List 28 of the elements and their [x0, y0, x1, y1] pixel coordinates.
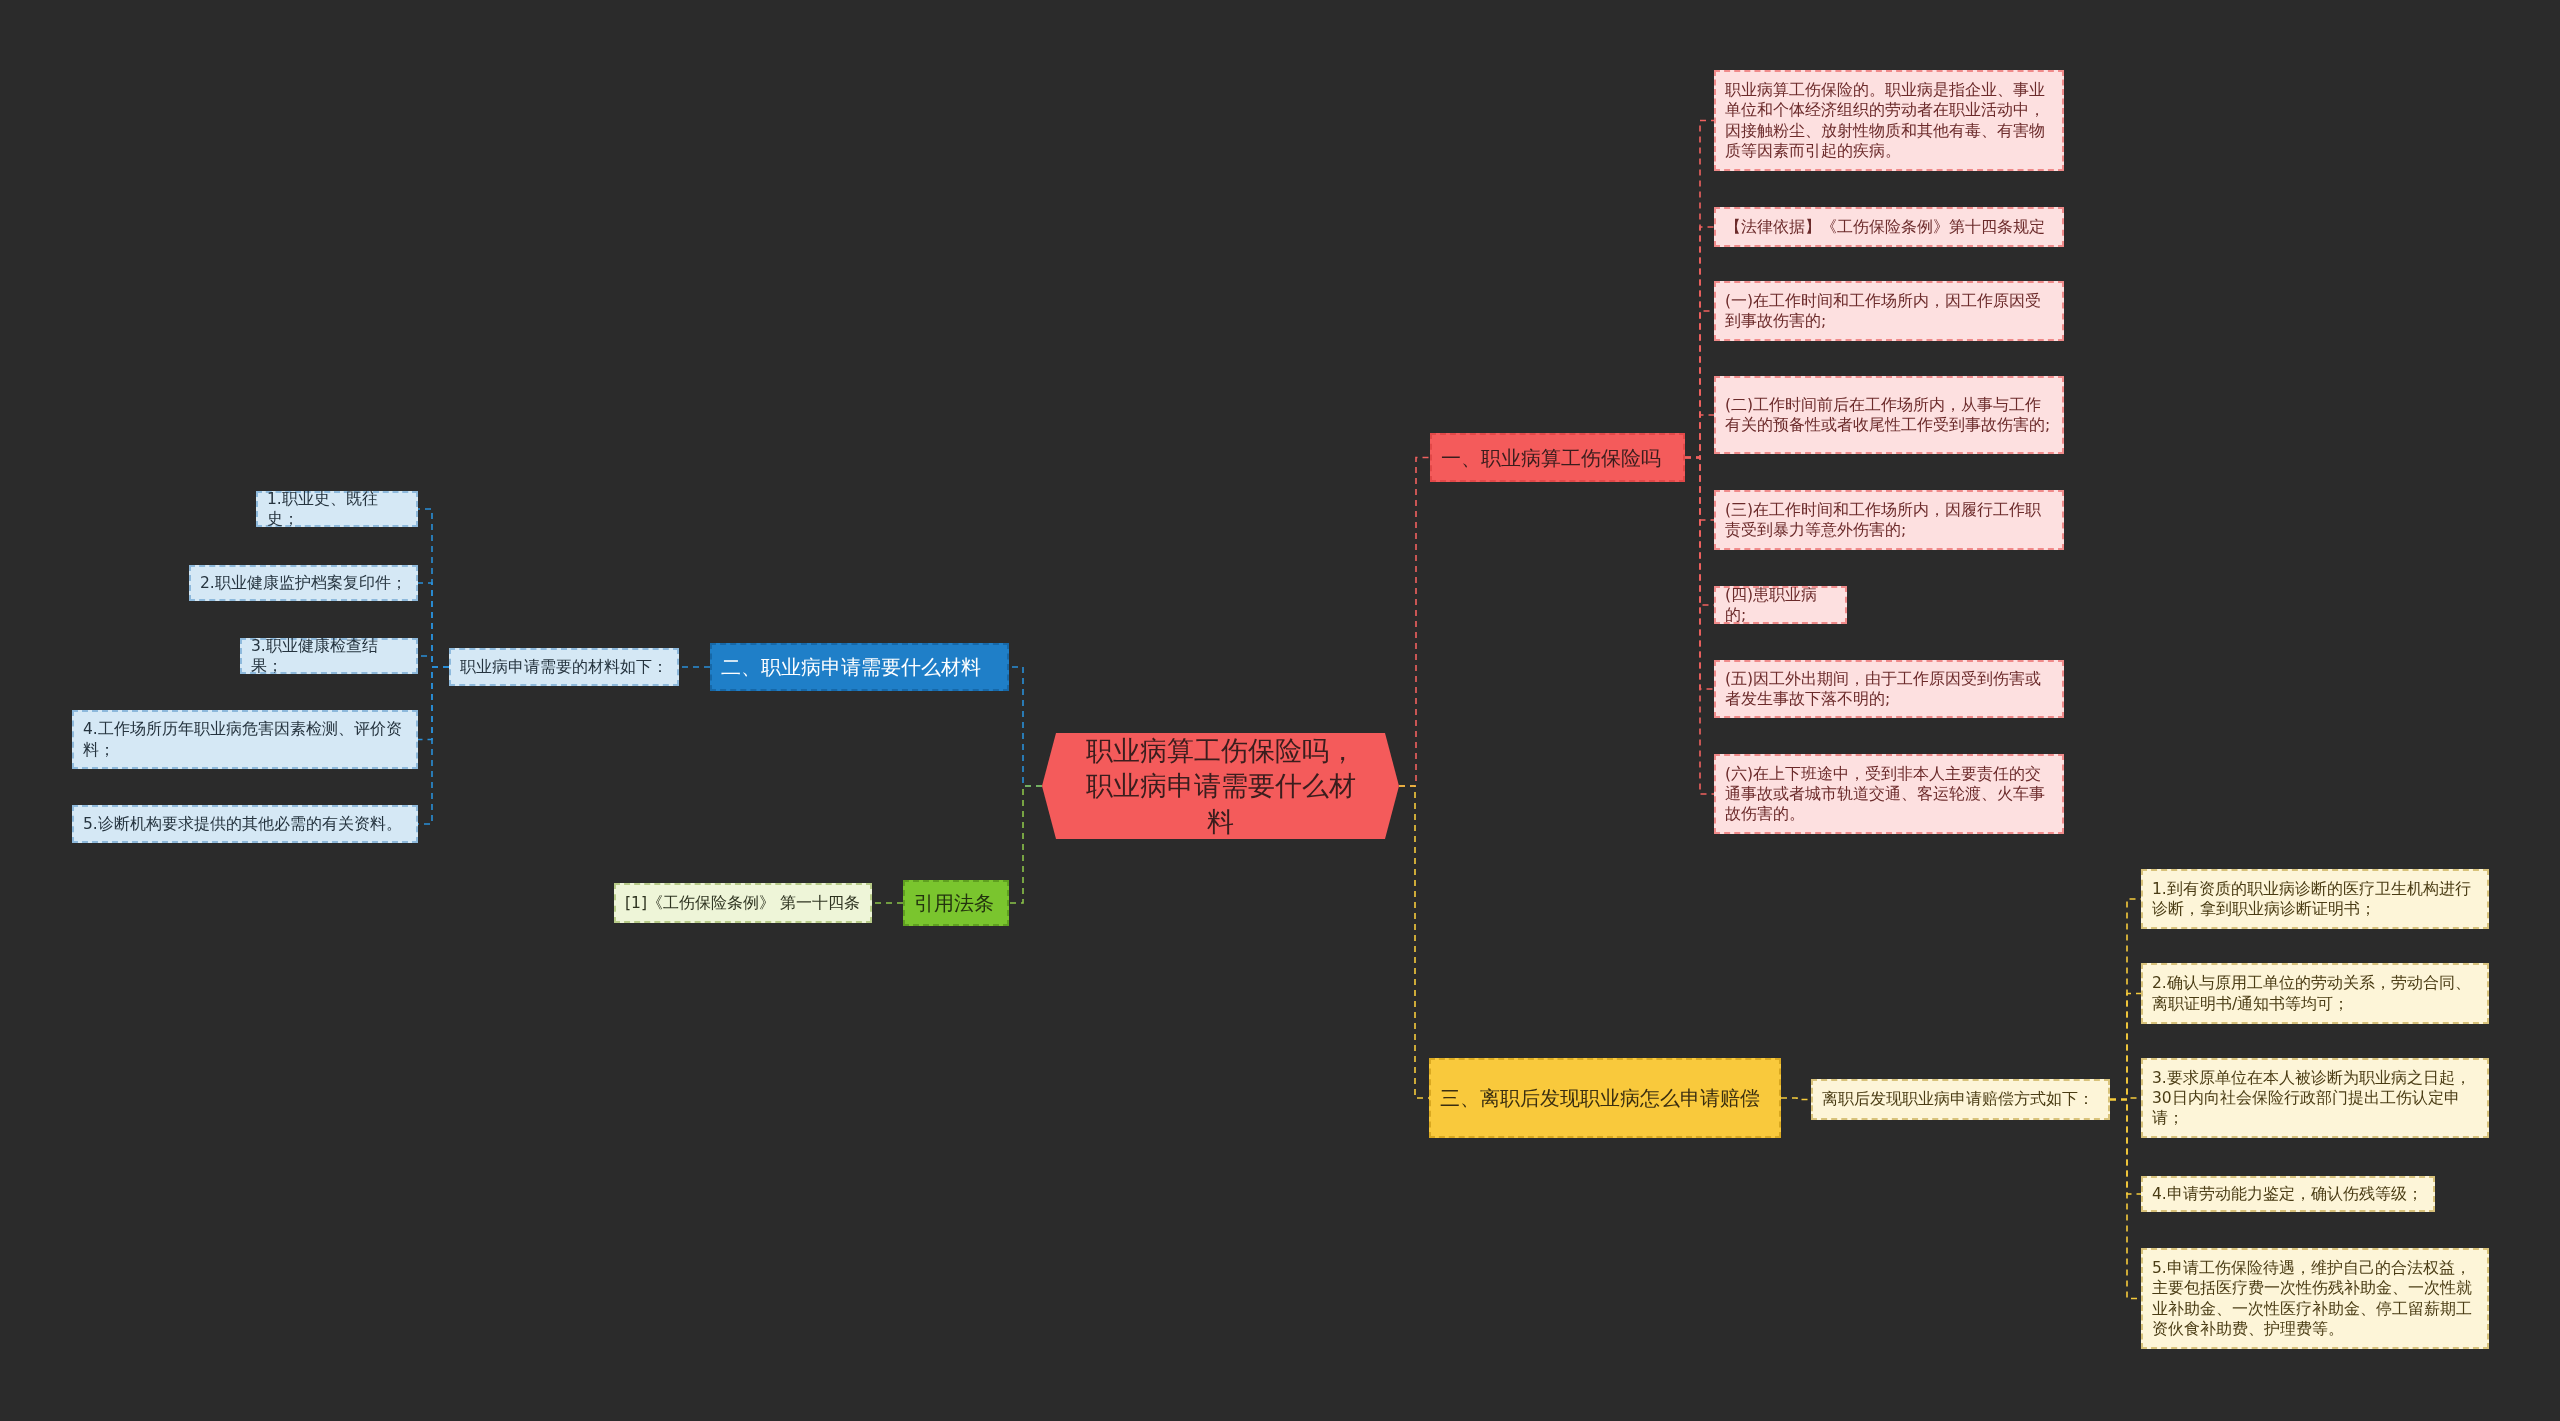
leaf-box: 2.确认与原用工单位的劳动关系，劳动合同、离职证明书/通知书等均可； — [2141, 963, 2489, 1024]
leaf-box: 【法律依据】《工伤保险条例》第十四条规定 — [1714, 207, 2064, 247]
branch-box: 三、离职后发现职业病怎么申请赔偿 — [1429, 1058, 1781, 1138]
leaf-box: 3.要求原单位在本人被诊断为职业病之日起，30日内向社会保险行政部门提出工伤认定申请； — [2141, 1058, 2489, 1138]
leaf-box: 3.职业健康检查结果； — [240, 638, 418, 674]
leaf-box: 5.诊断机构要求提供的其他必需的有关资料。 — [72, 805, 418, 843]
connector-line — [1008, 785, 1043, 904]
leaf-box: 职业病申请需要的材料如下： — [449, 648, 679, 686]
leaf-box: (一)在工作时间和工作场所内，因工作原因受到事故伤害的; — [1714, 281, 2064, 341]
branch-box: 引用法条 — [903, 880, 1009, 926]
leaf-box: [1]《工伤保险条例》 第一十四条 — [614, 883, 872, 923]
leaf-box: (二)工作时间前后在工作场所内，从事与工作有关的预备性或者收尾性工作受到事故伤害的; — [1714, 376, 2064, 454]
leaf-box: 离职后发现职业病申请赔偿方式如下： — [1811, 1079, 2110, 1120]
leaf-box: (六)在上下班途中，受到非本人主要责任的交通事故或者城市轨道交通、客运轮渡、火车事故伤害的。 — [1714, 754, 2064, 834]
leaf-box: 职业病算工伤保险的。职业病是指企业、事业单位和个体经济组织的劳动者在职业活动中，因接触粉尘、放射性物质和其他有毒、有害物质等因素而引起的疾病。 — [1714, 70, 2064, 171]
leaf-box: 1.职业史、既往史； — [256, 491, 418, 527]
leaf-box: (三)在工作时间和工作场所内，因履行工作职责受到暴力等意外伤害的; — [1714, 490, 2064, 550]
connector-line — [1684, 456, 1715, 795]
topic-hexagon: 职业病算工伤保险吗，职业病申请需要什么材料 — [1042, 733, 1399, 839]
branch-box: 二、职业病申请需要什么材料 — [710, 643, 1009, 691]
leaf-box: 1.到有资质的职业病诊断的医疗卫生机构进行诊断，拿到职业病诊断证明书； — [2141, 869, 2489, 929]
branch-box: 一、职业病算工伤保险吗 — [1430, 433, 1685, 482]
leaf-box: 5.申请工伤保险待遇，维护自己的合法权益，主要包括医疗费一次性伤残补助金、一次性就业补助金、一次性医疗补助金、停工留薪期工资伙食补助费、护理费等。 — [2141, 1248, 2489, 1349]
leaf-box: (四)患职业病的; — [1714, 586, 1847, 624]
leaf-box: 4.申请劳动能力鉴定，确认伤残等级； — [2141, 1176, 2435, 1212]
leaf-box: (五)因工外出期间，由于工作原因受到伤害或者发生事故下落不明的; — [1714, 660, 2064, 718]
leaf-box: 2.职业健康监护档案复印件； — [189, 565, 418, 601]
leaf-box: 4.工作场所历年职业病危害因素检测、评价资料； — [72, 710, 418, 769]
